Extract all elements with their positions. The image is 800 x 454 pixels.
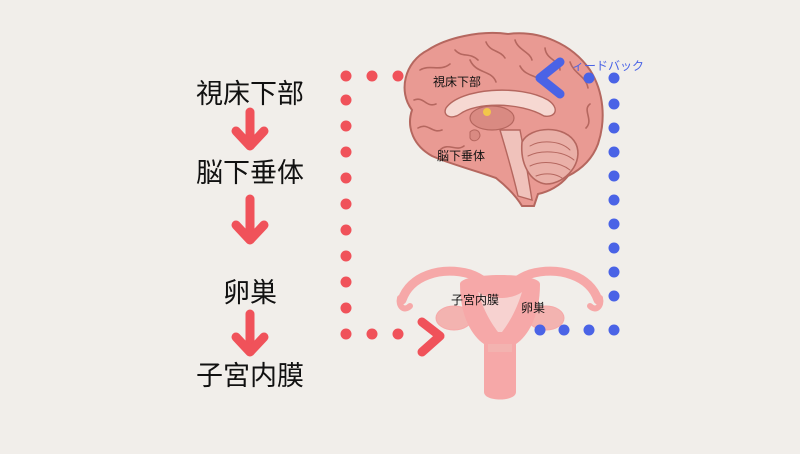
path-dot bbox=[340, 276, 352, 288]
path-dot bbox=[608, 194, 620, 206]
path-dot bbox=[340, 70, 352, 82]
uterus-label-endometrium: 子宮内膜 bbox=[451, 293, 500, 307]
path-dot bbox=[340, 94, 352, 106]
path-dot bbox=[583, 72, 595, 84]
path-dot bbox=[534, 324, 546, 336]
down-arrow-icon bbox=[231, 107, 269, 151]
down-arrow-icon bbox=[231, 194, 269, 245]
path-dot bbox=[558, 324, 570, 336]
path-dot bbox=[340, 250, 352, 262]
path-dot bbox=[340, 328, 352, 340]
path-dot bbox=[608, 324, 620, 336]
blue-dotted-path bbox=[534, 72, 620, 336]
path-dot bbox=[340, 146, 352, 158]
uterus-label-ovary: 卵巣 bbox=[521, 301, 546, 315]
down-arrow-icon bbox=[231, 309, 269, 357]
path-dot bbox=[608, 98, 620, 110]
path-dot bbox=[392, 328, 404, 340]
brain-label-hypothalamus: 視床下部 bbox=[433, 75, 482, 89]
flow-step-pituitary: 脳下垂体 bbox=[196, 158, 304, 189]
path-dot bbox=[608, 170, 620, 182]
flow-step-hypothalamus: 視床下部 bbox=[196, 79, 304, 110]
path-dot bbox=[340, 224, 352, 236]
path-dot bbox=[608, 290, 620, 302]
right-chevron-icon bbox=[417, 317, 445, 357]
path-dot bbox=[340, 120, 352, 132]
path-dot bbox=[340, 198, 352, 210]
path-dot bbox=[583, 324, 595, 336]
flow-step-endometrium: 子宮内膜 bbox=[196, 361, 304, 392]
path-dot bbox=[392, 70, 404, 82]
path-dot bbox=[608, 242, 620, 254]
path-dot bbox=[608, 122, 620, 134]
uterus-illustration bbox=[396, 266, 604, 400]
red-dotted-path bbox=[340, 70, 404, 340]
left-chevron-icon bbox=[535, 57, 565, 99]
path-dot bbox=[366, 70, 378, 82]
path-dot bbox=[366, 328, 378, 340]
path-dot bbox=[340, 302, 352, 314]
path-dot bbox=[608, 218, 620, 230]
path-dot bbox=[608, 146, 620, 158]
brain-illustration bbox=[403, 31, 604, 207]
feedback-label: ィードバック bbox=[572, 59, 645, 73]
flow-step-ovary: 卵巣 bbox=[223, 278, 277, 309]
path-dot bbox=[340, 172, 352, 184]
brain-label-pituitary: 脳下垂体 bbox=[437, 149, 486, 163]
path-dot bbox=[608, 266, 620, 278]
path-dot bbox=[608, 72, 620, 84]
